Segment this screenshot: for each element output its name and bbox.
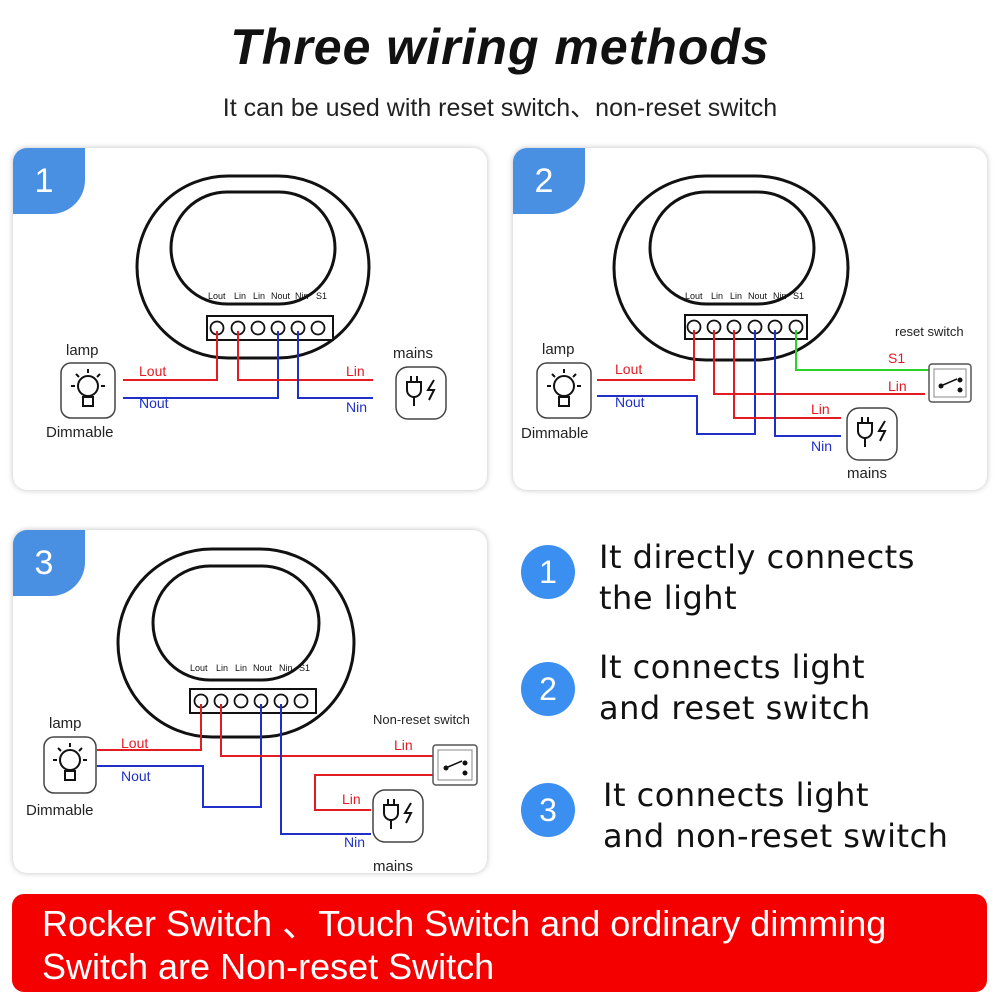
plug-icon: [846, 407, 898, 461]
dimmable-label: Dimmable: [26, 802, 94, 819]
wiring-panel-2: Lout Lin Lin Nout Nin S1 Lout Nout S1 Li…: [513, 148, 987, 490]
terminal-label-nin: Nin: [295, 291, 309, 301]
panel-number-badge: 1: [13, 148, 85, 214]
wire-label-lin: Lin: [888, 378, 907, 394]
terminal-label-nout: Nout: [253, 663, 273, 673]
panel-number-badge: 2: [513, 148, 585, 214]
wire-label-nout: Nout: [121, 768, 151, 784]
switch-label: reset switch: [895, 324, 964, 339]
banner-line: Switch are Non-reset Switch: [42, 946, 495, 987]
switch-label: Non-reset switch: [373, 712, 470, 727]
dimmable-label: Dimmable: [521, 425, 589, 442]
wire-label-nin: Nin: [811, 438, 832, 454]
terminal-label-s1: S1: [299, 663, 310, 673]
wire-label-lout: Lout: [121, 735, 148, 751]
terminal-label-lin: Lin: [730, 291, 742, 301]
terminal-label-nout: Nout: [748, 291, 768, 301]
wiring-panel-3: Lout Lin Lin Nout Nin S1 Lout Nout Lin L…: [13, 530, 487, 873]
mains-label: mains: [393, 345, 433, 362]
wire-label-nout: Nout: [139, 395, 169, 411]
description-line: It connects light: [599, 648, 865, 686]
switch-icon: [928, 363, 972, 403]
lamp-icon: [43, 736, 97, 794]
plug-icon: [395, 366, 447, 420]
wire-label-lin: Lin: [342, 791, 361, 807]
terminal-label-lin: Lin: [235, 663, 247, 673]
mains-label: mains: [373, 858, 413, 873]
terminal-label-lin: Lin: [711, 291, 723, 301]
terminal-label-lout: Lout: [685, 291, 703, 301]
wire-label-nout: Nout: [615, 394, 645, 410]
terminal-label-lout: Lout: [208, 291, 226, 301]
wire-label-lin: Lin: [394, 737, 413, 753]
description-line: and reset switch: [599, 689, 871, 727]
wiring-diagram-1: Lout Lin Lin Nout Nin S1 Lout Nout Lin N…: [46, 174, 447, 441]
lamp-label: lamp: [66, 342, 99, 359]
description-line: and non-reset switch: [603, 817, 949, 855]
number-circle: 2: [521, 662, 575, 716]
description-line: It connects light: [603, 776, 869, 814]
wire-label-lin: Lin: [346, 363, 365, 379]
wire-label-lin: Lin: [811, 401, 830, 417]
terminal-label-lin: Lin: [234, 291, 246, 301]
terminal-label-s1: S1: [316, 291, 327, 301]
page-subtitle: It can be used with reset switch、non-res…: [222, 94, 778, 122]
page-title: Three wiring methods: [230, 19, 770, 75]
wiring-diagram-2: Lout Lin Lin Nout Nin S1 Lout Nout S1 Li…: [521, 174, 972, 482]
lamp-label: lamp: [542, 341, 575, 358]
wire-label-s1: S1: [888, 350, 905, 366]
terminal-label-nin: Nin: [279, 663, 293, 673]
wire-label-lout: Lout: [615, 361, 642, 377]
wire-label-nin: Nin: [344, 834, 365, 850]
wire-label-lout: Lout: [139, 363, 166, 379]
number-circle: 1: [521, 545, 575, 599]
description-3: 3 It connects light and non-reset switch: [521, 775, 948, 857]
terminal-label-lin: Lin: [216, 663, 228, 673]
dimmable-label: Dimmable: [46, 424, 114, 441]
plug-icon: [372, 789, 424, 843]
wiring-panel-1: Lout Lin Lin Nout Nin S1 Lout Nout Lin N…: [13, 148, 487, 490]
terminal-label-nin: Nin: [773, 291, 787, 301]
terminal-label-lin: Lin: [253, 291, 265, 301]
number-circle: 3: [521, 783, 575, 837]
description-1: 1 It directly connects the light: [521, 537, 915, 619]
mains-label: mains: [847, 465, 887, 482]
description-2: 2 It connects light and reset switch: [521, 647, 871, 729]
terminal-label-nout: Nout: [271, 291, 291, 301]
banner-line: Rocker Switch 、Touch Switch and ordinary…: [42, 903, 887, 944]
lamp-icon: [536, 362, 592, 419]
panel-number-badge: 3: [13, 530, 85, 596]
lamp-icon: [60, 362, 116, 419]
description-line: It directly connects: [599, 538, 915, 576]
lamp-label: lamp: [49, 715, 82, 732]
wiring-diagram-3: Lout Lin Lin Nout Nin S1 Lout Nout Lin L…: [26, 547, 478, 873]
switch-icon: [432, 744, 478, 786]
wire-label-nin: Nin: [346, 399, 367, 415]
note-banner: Rocker Switch 、Touch Switch and ordinary…: [12, 894, 987, 992]
terminal-label-lout: Lout: [190, 663, 208, 673]
description-line: the light: [599, 579, 738, 617]
terminal-label-s1: S1: [793, 291, 804, 301]
